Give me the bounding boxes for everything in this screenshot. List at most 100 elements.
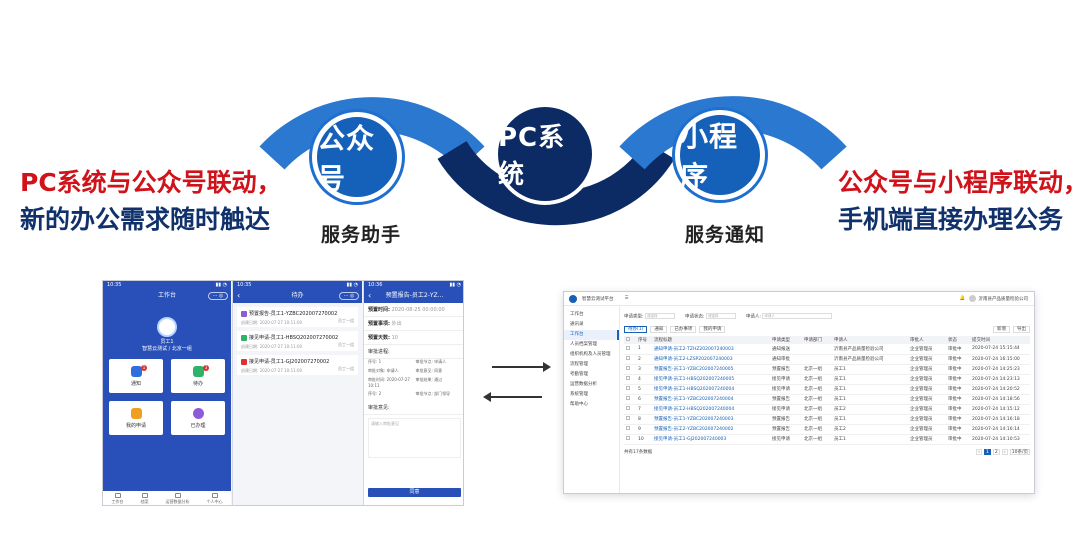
tab-done[interactable]: 已办事项 bbox=[670, 325, 697, 333]
row-checkbox[interactable] bbox=[624, 394, 636, 405]
process-title-link[interactable]: 预置报告-员工1-YZBC202007240003 bbox=[652, 414, 770, 425]
process-title-link[interactable]: 接见申请-员工1-HBSQ202007240005 bbox=[652, 374, 770, 385]
user-org: 智慧云测试 / 北京一组 bbox=[142, 346, 192, 352]
tab-archive[interactable]: 档案 bbox=[141, 493, 149, 505]
row-checkbox[interactable] bbox=[624, 414, 636, 425]
tab-todo[interactable]: 待办(1) bbox=[624, 325, 648, 333]
filter-status-select[interactable]: 请选择 bbox=[705, 312, 736, 319]
tab-my-apply[interactable]: 我的申请 bbox=[699, 325, 726, 333]
phone-title: 预置报告-员工2-YZ... bbox=[385, 292, 444, 299]
next-page-button[interactable]: › bbox=[1001, 448, 1008, 455]
menu-icon[interactable]: ☰ bbox=[624, 296, 629, 301]
sidebar-item[interactable]: 运营数据分析 bbox=[570, 382, 597, 387]
opinion-input[interactable]: 请输入审批意见 bbox=[368, 418, 461, 458]
table-cell: 4 bbox=[636, 374, 652, 385]
process-title-link[interactable]: 预置报告-员工1-YZBC202007240005 bbox=[652, 364, 770, 375]
detail-line: 预置时间: 2020-08-25 00:00:00 bbox=[364, 303, 463, 317]
table-cell: 员工1 bbox=[832, 364, 908, 375]
sidebar-item[interactable]: 工作台 bbox=[570, 312, 584, 317]
table-cell: 审批中 bbox=[946, 384, 970, 395]
row-checkbox[interactable] bbox=[624, 404, 636, 415]
tab-analytics[interactable]: 运营数据分析 bbox=[166, 493, 190, 505]
todo-item[interactable]: 预置报告-员工1-YZBC202007270002 创建日期: 2020-07-… bbox=[237, 307, 358, 327]
select-all-checkbox[interactable] bbox=[624, 336, 636, 344]
row-checkbox[interactable] bbox=[624, 374, 636, 385]
filter-type-select[interactable]: 请选择 bbox=[644, 312, 675, 319]
tile-done[interactable]: 已办理 bbox=[171, 401, 225, 435]
row-checkbox[interactable] bbox=[624, 434, 636, 445]
mobile-screens: 10:35▮▮ ◔ 工作台··· ◎ 员工1 智慧云测试 / 北京一组 1 通知… bbox=[102, 280, 464, 506]
table-cell: 2020-07-24 14:18:56 bbox=[970, 394, 1030, 405]
table-cell: 1 bbox=[636, 344, 652, 355]
back-icon[interactable]: ‹ bbox=[368, 291, 372, 300]
process-title-link[interactable]: 通知申请-员工2-TZHZ202007240003 bbox=[652, 344, 770, 355]
table-cell bbox=[802, 344, 832, 355]
page-button[interactable]: 2 bbox=[992, 448, 1000, 455]
sidebar-item[interactable]: 帮助中心 bbox=[570, 402, 588, 407]
miniapp-menu-button[interactable]: ··· ◎ bbox=[208, 292, 228, 300]
process-title-link[interactable]: 通知申请-员工2-LZSP202007240003 bbox=[652, 354, 770, 365]
phone-title: 工作台 bbox=[157, 292, 176, 299]
filter-applicant-input[interactable]: 申请人 bbox=[762, 312, 833, 319]
table-cell: 员工1 bbox=[832, 414, 908, 425]
sidebar-item[interactable]: 考勤管理 bbox=[570, 372, 588, 377]
company-switcher[interactable]: 🔔 沂南县产品质量检验公司 bbox=[959, 295, 1028, 302]
sidebar-item[interactable]: 组织机构及人员管理 bbox=[570, 352, 611, 357]
table-cell: 企业管理员 bbox=[908, 374, 946, 385]
agree-button[interactable]: 同意 bbox=[368, 488, 461, 497]
row-checkbox[interactable] bbox=[624, 384, 636, 395]
sidebar-item-active[interactable]: 工作台 bbox=[564, 330, 619, 340]
row-checkbox[interactable] bbox=[624, 364, 636, 375]
page-size-select[interactable]: 10条/页 bbox=[1009, 448, 1030, 455]
back-icon[interactable]: ‹ bbox=[237, 291, 241, 300]
sidebar-item[interactable]: 系统管理 bbox=[570, 392, 588, 397]
pagination: ‹ 1 2 › 10条/页 bbox=[976, 448, 1030, 455]
home-icon bbox=[114, 493, 121, 498]
table-cell: 审批中 bbox=[946, 424, 970, 435]
sidebar-item[interactable]: 流程管理 bbox=[570, 362, 588, 367]
process-title-link[interactable]: 接见申请-员工1-GJ202007240003 bbox=[652, 434, 770, 445]
row-checkbox[interactable] bbox=[624, 344, 636, 355]
todo-item[interactable]: 接见申请-员工1-GJ202007270002 创建日期: 2020-07-27… bbox=[237, 355, 358, 375]
row-checkbox[interactable] bbox=[624, 354, 636, 365]
table-cell: 北京一组 bbox=[802, 434, 832, 445]
process-title-link[interactable]: 预置报告-员工1-YZBC202007240004 bbox=[652, 394, 770, 405]
process-title-link[interactable]: 预置报告-员工2-YZBC202007240002 bbox=[652, 424, 770, 435]
arrow-right-icon bbox=[492, 362, 551, 372]
bell-icon[interactable]: 🔔 bbox=[959, 296, 966, 301]
tab-notice[interactable]: 通知 bbox=[650, 325, 668, 333]
circle-mini-program-label: 小程序 bbox=[680, 120, 739, 193]
bus-icon bbox=[192, 365, 204, 377]
tile-todo[interactable]: 3 待办 bbox=[171, 359, 225, 393]
table-cell: 5 bbox=[636, 384, 652, 395]
export-button[interactable]: 导出 bbox=[1013, 325, 1030, 333]
sidebar-item[interactable]: 人员档案管理 bbox=[570, 342, 597, 347]
right-headline-2: 手机端直接办理公务 bbox=[838, 205, 1064, 234]
table-cell: 预置报告 bbox=[770, 414, 802, 425]
miniapp-menu-button[interactable]: ··· ◎ bbox=[339, 292, 359, 300]
sidebar-item[interactable]: 通讯录 bbox=[570, 322, 584, 327]
tile-notice[interactable]: 1 通知 bbox=[109, 359, 163, 393]
tab-workbench[interactable]: 工作台 bbox=[112, 493, 124, 505]
tile-my-apply[interactable]: 我的申请 bbox=[109, 401, 163, 435]
process-title-link[interactable]: 接见申请-员工2-HBSQ202007240004 bbox=[652, 404, 770, 415]
tab-profile[interactable]: 个人中心 bbox=[207, 493, 223, 505]
process-title-link[interactable]: 接见申请-员工1-HBSQ202007240004 bbox=[652, 384, 770, 395]
row-checkbox[interactable] bbox=[624, 424, 636, 435]
todo-item[interactable]: 接见申请-员工1-HBSQ202007270002 创建日期: 2020-07-… bbox=[237, 331, 358, 351]
add-button[interactable]: 新增 bbox=[993, 325, 1010, 333]
page-button[interactable]: 1 bbox=[984, 448, 991, 455]
table-cell: 企业管理员 bbox=[908, 394, 946, 405]
table-cell: 员工1 bbox=[832, 384, 908, 395]
prev-page-button[interactable]: ‹ bbox=[976, 448, 982, 455]
